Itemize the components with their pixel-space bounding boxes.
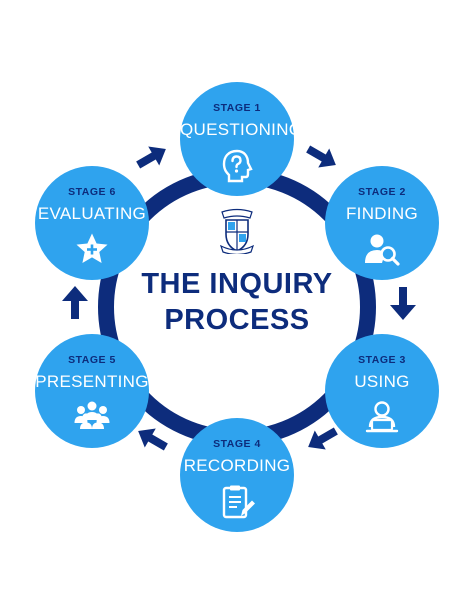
stage-questioning: STAGE 1 QUESTIONING <box>180 82 303 196</box>
question-head-icon <box>222 149 253 183</box>
person-laptop-icon <box>365 401 399 433</box>
stage-name: QUESTIONING <box>180 120 303 139</box>
stage-evaluating: STAGE 6 EVALUATING <box>35 166 149 280</box>
arrow-stage5-to-6-icon <box>62 286 88 319</box>
stage-name: PRESENTING <box>35 372 149 391</box>
stage-presenting: STAGE 5 PRESENTING <box>35 334 149 448</box>
stage-recording: STAGE 4 RECORDING <box>180 418 294 532</box>
stage-number: STAGE 5 <box>68 354 116 366</box>
diagram-title-line1: THE INQUIRY <box>141 268 333 300</box>
star-plus-icon <box>76 233 108 263</box>
arrow-stage1-to-2-icon <box>306 145 336 168</box>
arrow-stage4-to-5-icon <box>138 428 168 451</box>
stage-number: STAGE 4 <box>213 438 261 450</box>
person-search-icon <box>365 234 400 266</box>
clipboard-pen-icon <box>222 485 255 519</box>
stage-using: STAGE 3 USING <box>325 334 439 448</box>
stage-name: RECORDING <box>183 456 291 475</box>
stage-number: STAGE 1 <box>213 102 261 114</box>
stage-name: USING <box>354 372 410 391</box>
stage-finding: STAGE 2 FINDING <box>325 166 439 280</box>
arrow-stage2-to-3-icon <box>390 287 416 320</box>
school-crest-icon <box>219 208 255 254</box>
stage-name: EVALUATING <box>37 204 147 223</box>
stage-number: STAGE 6 <box>68 186 116 198</box>
stage-number: STAGE 3 <box>358 354 406 366</box>
stage-number: STAGE 2 <box>358 186 406 198</box>
arrow-stage3-to-4-icon <box>308 427 338 450</box>
group-icon <box>74 401 110 429</box>
stage-name: FINDING <box>346 204 418 223</box>
diagram-title-line2: PROCESS <box>164 304 310 336</box>
arrow-stage6-to-1-icon <box>136 146 166 169</box>
